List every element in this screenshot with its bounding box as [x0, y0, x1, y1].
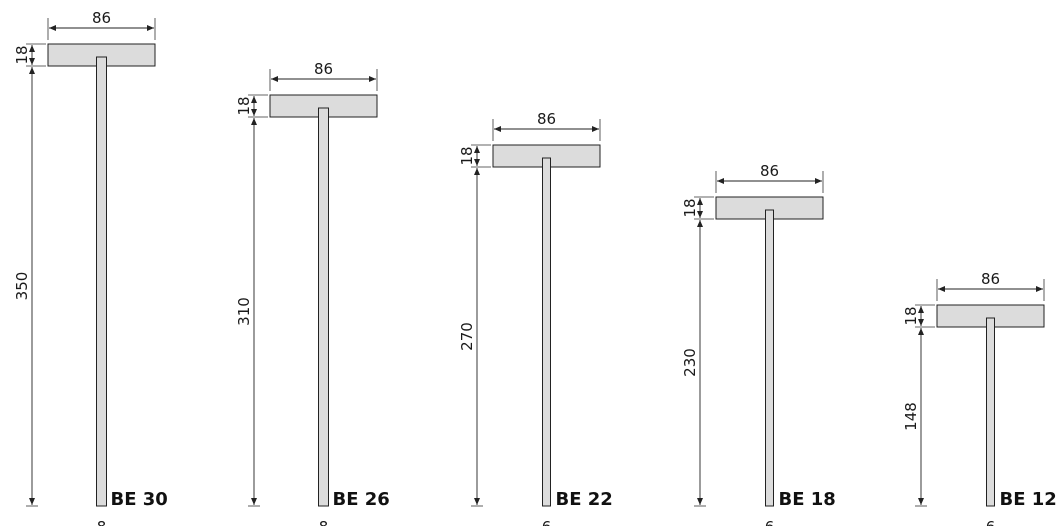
arrowhead: [49, 25, 56, 31]
arrowhead: [918, 319, 924, 326]
web-thickness-label: 6: [765, 518, 775, 526]
arrowhead: [29, 67, 35, 74]
web-height-label: 148: [902, 402, 920, 431]
web-height-label: 270: [458, 322, 476, 351]
web: [765, 209, 774, 507]
flange-thickness-label: 18: [458, 146, 476, 165]
arrowhead: [938, 286, 945, 292]
arrowhead: [697, 498, 703, 505]
web: [542, 157, 551, 507]
model-label: BE 22: [556, 489, 613, 510]
arrowhead: [29, 58, 35, 65]
flange-width-label: 86: [537, 110, 556, 128]
beam-profile: 86 18 350 BE 30 8: [13, 9, 168, 526]
arrowhead: [918, 498, 924, 505]
flange-width-label: 86: [314, 60, 333, 78]
web: [318, 107, 329, 507]
arrowhead: [918, 306, 924, 313]
flange-width-label: 86: [760, 162, 779, 180]
arrowhead: [251, 498, 257, 505]
arrowhead: [697, 198, 703, 205]
model-label: BE 30: [111, 489, 168, 510]
arrowhead: [29, 498, 35, 505]
arrowhead: [474, 168, 480, 175]
arrowhead: [474, 146, 480, 153]
arrowhead: [29, 45, 35, 52]
flange-width-label: 86: [92, 9, 111, 27]
arrowhead: [1036, 286, 1043, 292]
arrowhead: [815, 178, 822, 184]
model-label: BE 26: [333, 489, 390, 510]
arrowhead: [592, 126, 599, 132]
web-height-label: 230: [681, 348, 699, 377]
arrowhead: [697, 211, 703, 218]
arrowhead: [251, 118, 257, 125]
web: [96, 56, 107, 507]
web-height-label: 310: [235, 297, 253, 326]
web-thickness-label: 6: [542, 518, 552, 526]
arrowhead: [697, 220, 703, 227]
flange-width-label: 86: [981, 270, 1000, 288]
flange-thickness-label: 18: [681, 198, 699, 217]
arrowhead: [494, 126, 501, 132]
arrowhead: [717, 178, 724, 184]
arrowhead: [474, 159, 480, 166]
beam-profile: 86 18 230 BE 18 6: [681, 162, 836, 526]
model-label: BE 12: [1000, 489, 1057, 510]
flange-thickness-label: 18: [902, 306, 920, 325]
arrowhead: [147, 25, 154, 31]
arrowhead: [918, 328, 924, 335]
arrowhead: [251, 96, 257, 103]
beam-profile: 86 18 270 BE 22 6: [458, 110, 613, 526]
web-thickness-label: 8: [319, 518, 329, 526]
arrowhead: [251, 109, 257, 116]
arrowhead: [474, 498, 480, 505]
web: [986, 317, 995, 507]
web-height-label: 350: [13, 272, 31, 301]
arrowhead: [369, 76, 376, 82]
beam-profile: 86 18 148 BE 12 6: [902, 270, 1057, 526]
flange-thickness-label: 18: [13, 45, 31, 64]
web-thickness-label: 8: [97, 518, 107, 526]
beam-profile: 86 18 310 BE 26 8: [235, 60, 390, 526]
model-label: BE 18: [779, 489, 836, 510]
web-thickness-label: 6: [986, 518, 996, 526]
flange-thickness-label: 18: [235, 96, 253, 115]
arrowhead: [271, 76, 278, 82]
